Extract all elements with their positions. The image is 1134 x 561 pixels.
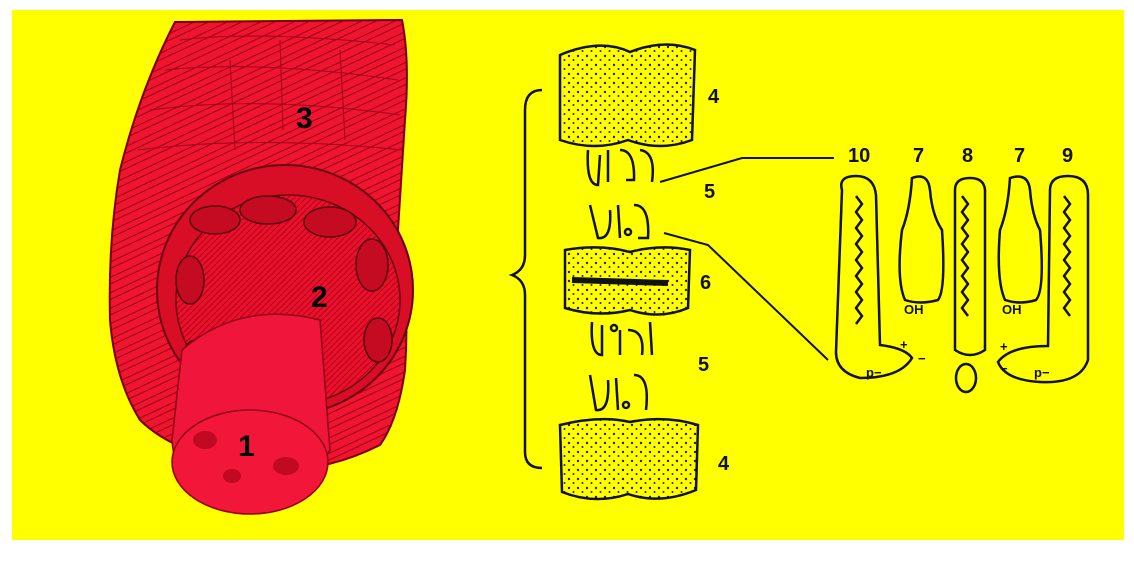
minus-right: −: [1000, 362, 1008, 375]
p-right: p−: [1034, 366, 1050, 379]
oh-left: OH: [904, 303, 924, 316]
label-detail-8: 8: [962, 146, 973, 166]
label-core: 1: [238, 432, 255, 462]
oh-right: OH: [1002, 303, 1022, 316]
label-layer-6: 6: [700, 273, 711, 293]
label-layer-4-bottom: 4: [718, 454, 729, 474]
label-layer-4-top: 4: [708, 87, 719, 107]
layer-4-bottom: [560, 419, 698, 499]
label-detail-9: 9: [1062, 146, 1073, 166]
leader-line-upper: [660, 158, 834, 182]
label-layer-5-bottom: 5: [698, 355, 709, 375]
label-detail-7-right: 7: [1014, 146, 1025, 166]
minus-left: −: [918, 352, 926, 365]
label-outer-layer: 3: [296, 104, 313, 134]
label-layer-5-top: 5: [704, 182, 715, 202]
bracket: [512, 90, 542, 468]
layer-5-bottom: [590, 322, 652, 410]
plus-left: +: [900, 338, 908, 351]
plus-right: +: [1000, 340, 1008, 353]
label-detail-10: 10: [848, 146, 870, 166]
membrane-detail: [836, 176, 1088, 392]
p-left: p−: [866, 366, 882, 379]
label-middle-layer: 2: [311, 283, 328, 313]
label-detail-7-left: 7: [913, 146, 924, 166]
layer-5-top: [588, 150, 653, 238]
layer-4-top: [560, 44, 695, 146]
